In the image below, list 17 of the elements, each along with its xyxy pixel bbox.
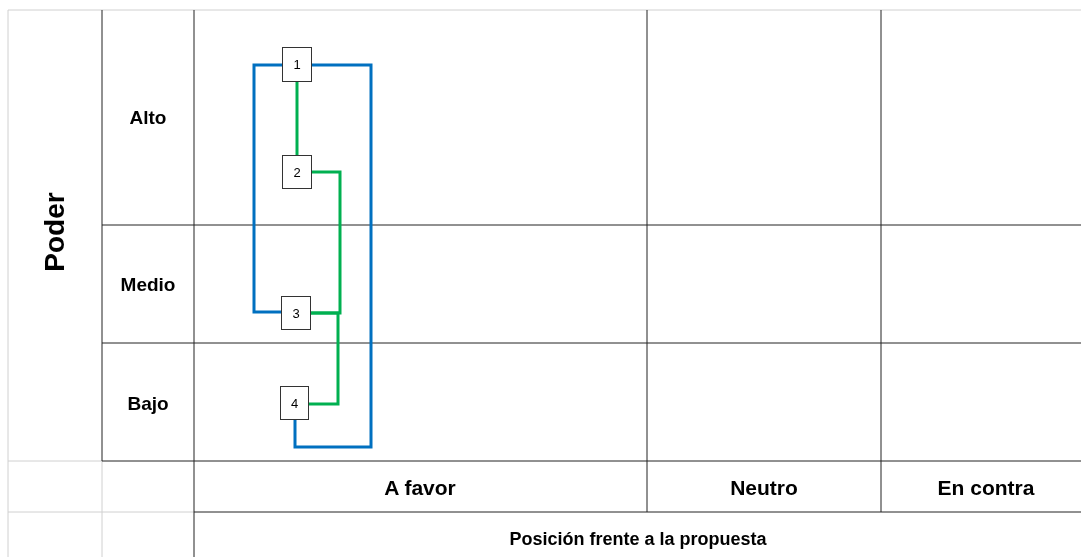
- axis-title: Poder: [39, 192, 71, 272]
- row-label: Alto: [129, 107, 167, 129]
- numbered-box: 1: [282, 47, 312, 82]
- row-label: Medio: [120, 274, 176, 296]
- connector-line: [293, 63, 373, 449]
- column-header: Neutro: [730, 476, 798, 500]
- axis-title: Posición frente a la propuesta: [509, 528, 767, 550]
- column-header: En contra: [937, 476, 1035, 500]
- row-label: Bajo: [127, 393, 169, 415]
- connector-line: [252, 63, 282, 314]
- connector-line: [311, 170, 342, 315]
- numbered-box: 4: [280, 386, 309, 420]
- column-header: A favor: [384, 476, 456, 500]
- numbered-box: 3: [281, 296, 311, 330]
- numbered-box: 2: [282, 155, 312, 189]
- connector-line: [295, 82, 299, 155]
- connector-line: [309, 311, 340, 406]
